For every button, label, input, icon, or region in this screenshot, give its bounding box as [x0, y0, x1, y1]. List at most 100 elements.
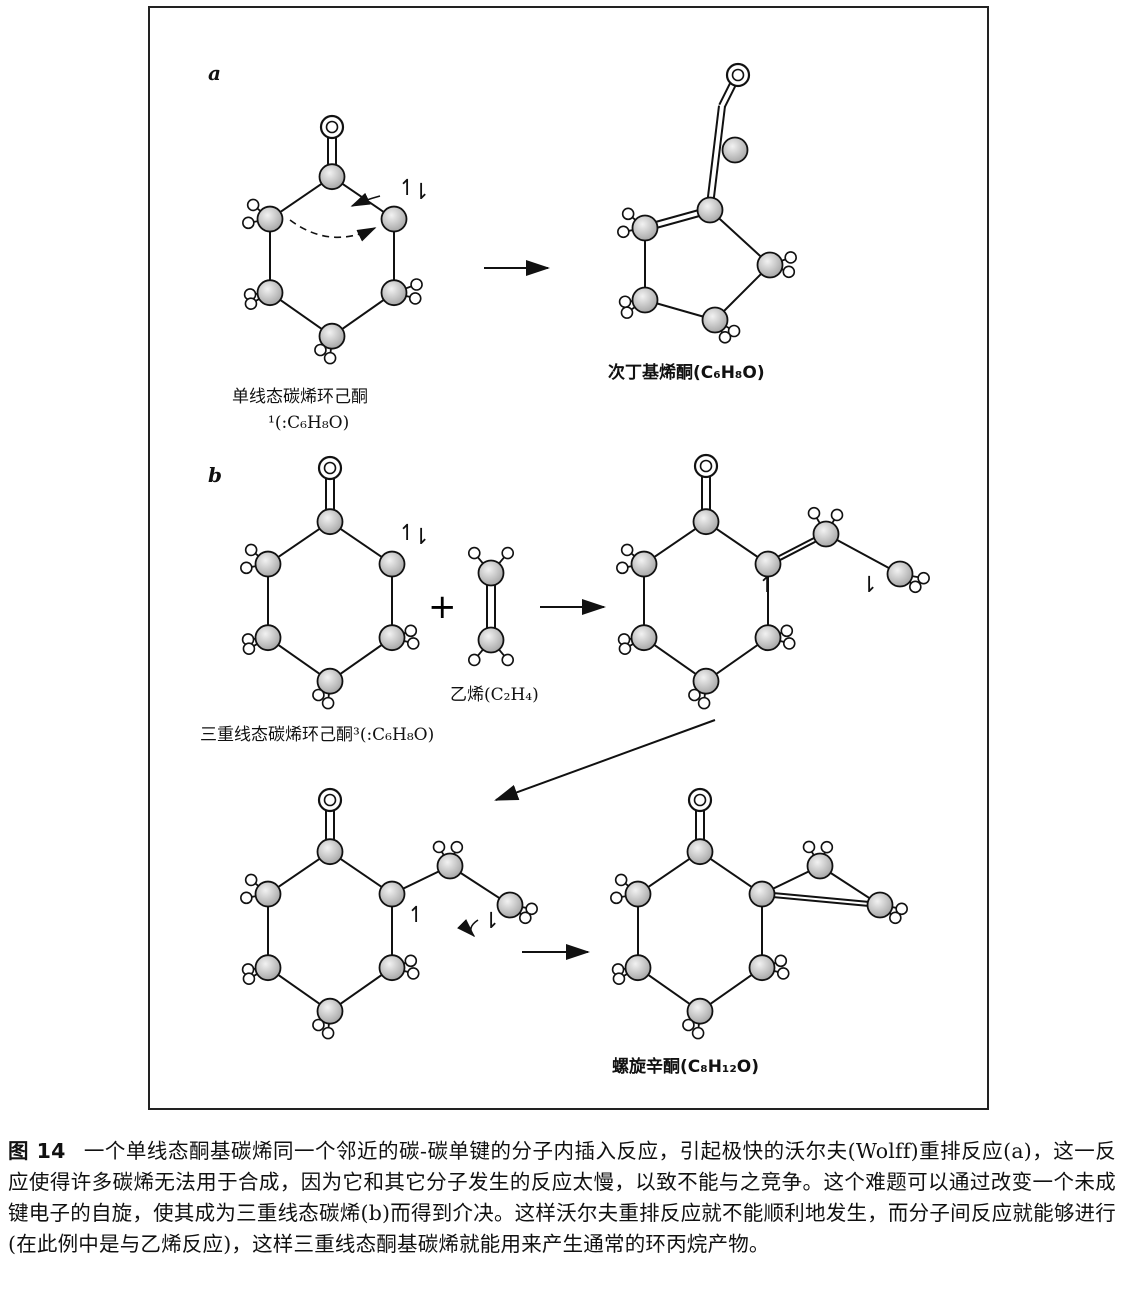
carbon-atom [756, 251, 784, 279]
hydrogen-atom [525, 902, 538, 916]
reaction-diagram: ↿⇂↿⇂↿⇂↿⇂ a b 单线态碳烯环己酮 ¹(:C₆H₈O) 次丁基烯酮(C₆… [200, 61, 930, 1077]
carbon-atom [686, 997, 714, 1025]
spin-up-icon: ↿ [398, 521, 416, 546]
hydrogen-atom [909, 580, 922, 594]
hydrogen-atom [889, 911, 902, 925]
hydrogen-atom [501, 546, 515, 560]
carbon-atom [630, 624, 658, 652]
hydrogen-atom [697, 696, 711, 710]
migration-arrow [289, 219, 377, 242]
hydrogen-atom [610, 891, 623, 905]
carbon-atom [318, 163, 346, 191]
carbon-atom [630, 550, 658, 578]
single-bond [825, 533, 901, 575]
oxygen-atom-inner [693, 793, 707, 807]
hydrogen-atom [830, 508, 844, 522]
hydrogen-atom [780, 624, 794, 638]
arrows-layer: ↿⇂↿⇂↿⇂↿⇂ [289, 176, 878, 960]
hydrogen-atom [406, 637, 420, 650]
carbon-atom [316, 667, 344, 695]
hydrogen-atom [242, 216, 255, 230]
hydrogen-atom [691, 1026, 705, 1040]
hydrogen-atom [782, 637, 796, 650]
carbon-atom [721, 136, 749, 164]
spin-down-icon: ⇂ [860, 573, 878, 598]
hydrogen-atom [432, 840, 446, 854]
carbon-atom [256, 279, 284, 307]
hydrogen-atom [917, 571, 930, 585]
panel-label-b: b [208, 463, 222, 487]
hydrogen-atom [614, 873, 628, 887]
spirooctanone-label: 螺旋辛酮(C₈H₁₂O) [612, 1056, 759, 1077]
carbon-atom [436, 852, 464, 880]
caption-text: 一个单线态酮基碳烯同一个邻近的碳-碳单键的分子内插入反应，引起极快的沃尔夫(Wo… [8, 1139, 1117, 1256]
hydrogen-atom [620, 543, 634, 557]
hydrogen-atom [727, 324, 741, 338]
double-bond [706, 105, 721, 205]
carbon-atom [692, 667, 720, 695]
carbon-atom [256, 205, 284, 233]
single-bond [709, 209, 771, 266]
hydrogen-atom [467, 653, 481, 667]
carbon-atom [316, 838, 344, 866]
carbon-atom [318, 322, 346, 350]
carbon-atom [631, 286, 659, 314]
spin-up-icon: ↿ [398, 176, 416, 201]
singlet-carbene-formula: ¹(:C₆H₈O) [268, 413, 349, 433]
carbon-atom [378, 954, 406, 982]
carbon-atom [686, 838, 714, 866]
hydrogen-atom [408, 292, 422, 305]
double-bond [761, 895, 880, 908]
carbon-atom [254, 954, 282, 982]
carbon-atom [748, 880, 776, 908]
figure-number: 图 14 [8, 1139, 66, 1163]
hydrogen-atom [410, 278, 423, 291]
hydrogen-atom [688, 688, 701, 702]
carbon-atom [380, 279, 408, 307]
oxygen-atom-inner [325, 120, 339, 134]
spin-down-icon: ⇂ [412, 180, 430, 205]
carbon-atom [380, 205, 408, 233]
carbon-atom [316, 508, 344, 536]
hydrogen-atom [618, 295, 632, 309]
ketene-product-label: 次丁基烯酮(C₆H₈O) [608, 362, 765, 383]
hydrogen-atom [501, 653, 515, 667]
spin-up-icon: ↿ [758, 573, 776, 598]
carbon-atom [631, 214, 659, 242]
carbon-atom [806, 852, 834, 880]
oxygen-atom-inner [323, 461, 337, 475]
hydrogen-atom [895, 902, 908, 916]
hydrogen-atom [244, 873, 258, 887]
hydrogen-atom [620, 306, 634, 319]
carbon-atom [696, 196, 724, 224]
hydrogen-atom [244, 543, 258, 557]
carbon-atom [692, 508, 720, 536]
carbon-atom [316, 997, 344, 1025]
carbon-atom [886, 560, 914, 588]
carbon-atom [254, 880, 282, 908]
carbon-atom [754, 550, 782, 578]
carbon-atom [701, 306, 729, 334]
hydrogen-atom [618, 642, 632, 656]
carbon-atom [496, 891, 524, 919]
spin-down-icon: ⇂ [482, 909, 500, 934]
hydrogen-atom [240, 891, 253, 905]
carbon-atom [378, 880, 406, 908]
hydrogen-atom [323, 351, 337, 365]
oxygen-atom-inner [731, 68, 745, 82]
carbon-atom [754, 624, 782, 652]
hydrogen-atom [784, 251, 797, 264]
hydrogen-atom [467, 546, 481, 560]
panel-label-a: a [208, 61, 221, 85]
hydrogen-atom [404, 954, 418, 968]
double-bond [762, 891, 881, 905]
curved-arrow [350, 192, 381, 207]
oxygen-atom-inner [699, 459, 713, 473]
hydrogen-atom [802, 840, 816, 854]
hydrogen-atom [321, 696, 335, 710]
hydrogen-atom [312, 688, 325, 702]
carbon-atom [477, 559, 505, 587]
hydrogen-atom [242, 642, 256, 656]
hydrogen-atom [321, 1026, 335, 1040]
